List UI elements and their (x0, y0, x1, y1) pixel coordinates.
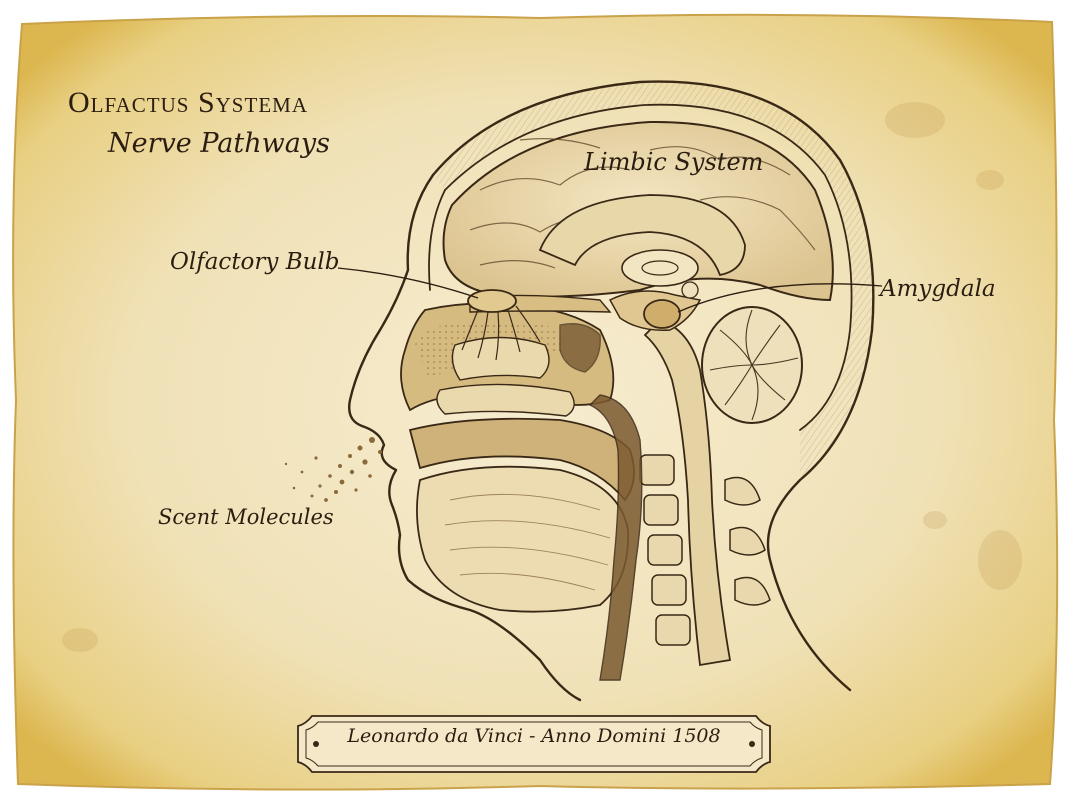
label-scent-molecules: Scent Molecules (158, 505, 334, 529)
scent-molecules-dots (284, 437, 382, 512)
cerebellum (701, 306, 803, 424)
olfactory-bulb-structure (461, 289, 612, 361)
nasal-cavity (400, 302, 615, 417)
brainstem (643, 318, 732, 667)
pharynx (588, 394, 643, 681)
cerebrum (442, 120, 834, 302)
label-amygdala: Amygdala (880, 276, 996, 302)
tongue (416, 465, 629, 613)
diagram-subtitle: Nerve Pathways (108, 128, 330, 159)
label-limbic-system: Limbic System (584, 148, 764, 176)
caption-plaque (297, 715, 771, 773)
paper-stains (62, 102, 1022, 652)
skull-bone (433, 81, 874, 480)
label-leader-lines (337, 267, 883, 313)
cervical-vertebrae (639, 454, 771, 646)
caption-text: Leonardo da Vinci - Anno Domini 1508 (347, 725, 721, 747)
amygdala-structure (608, 281, 702, 331)
diagram-title: Olfactus Systema (68, 86, 308, 119)
oral-cavity (408, 417, 635, 613)
label-olfactory-bulb: Olfactory Bulb (170, 249, 340, 275)
